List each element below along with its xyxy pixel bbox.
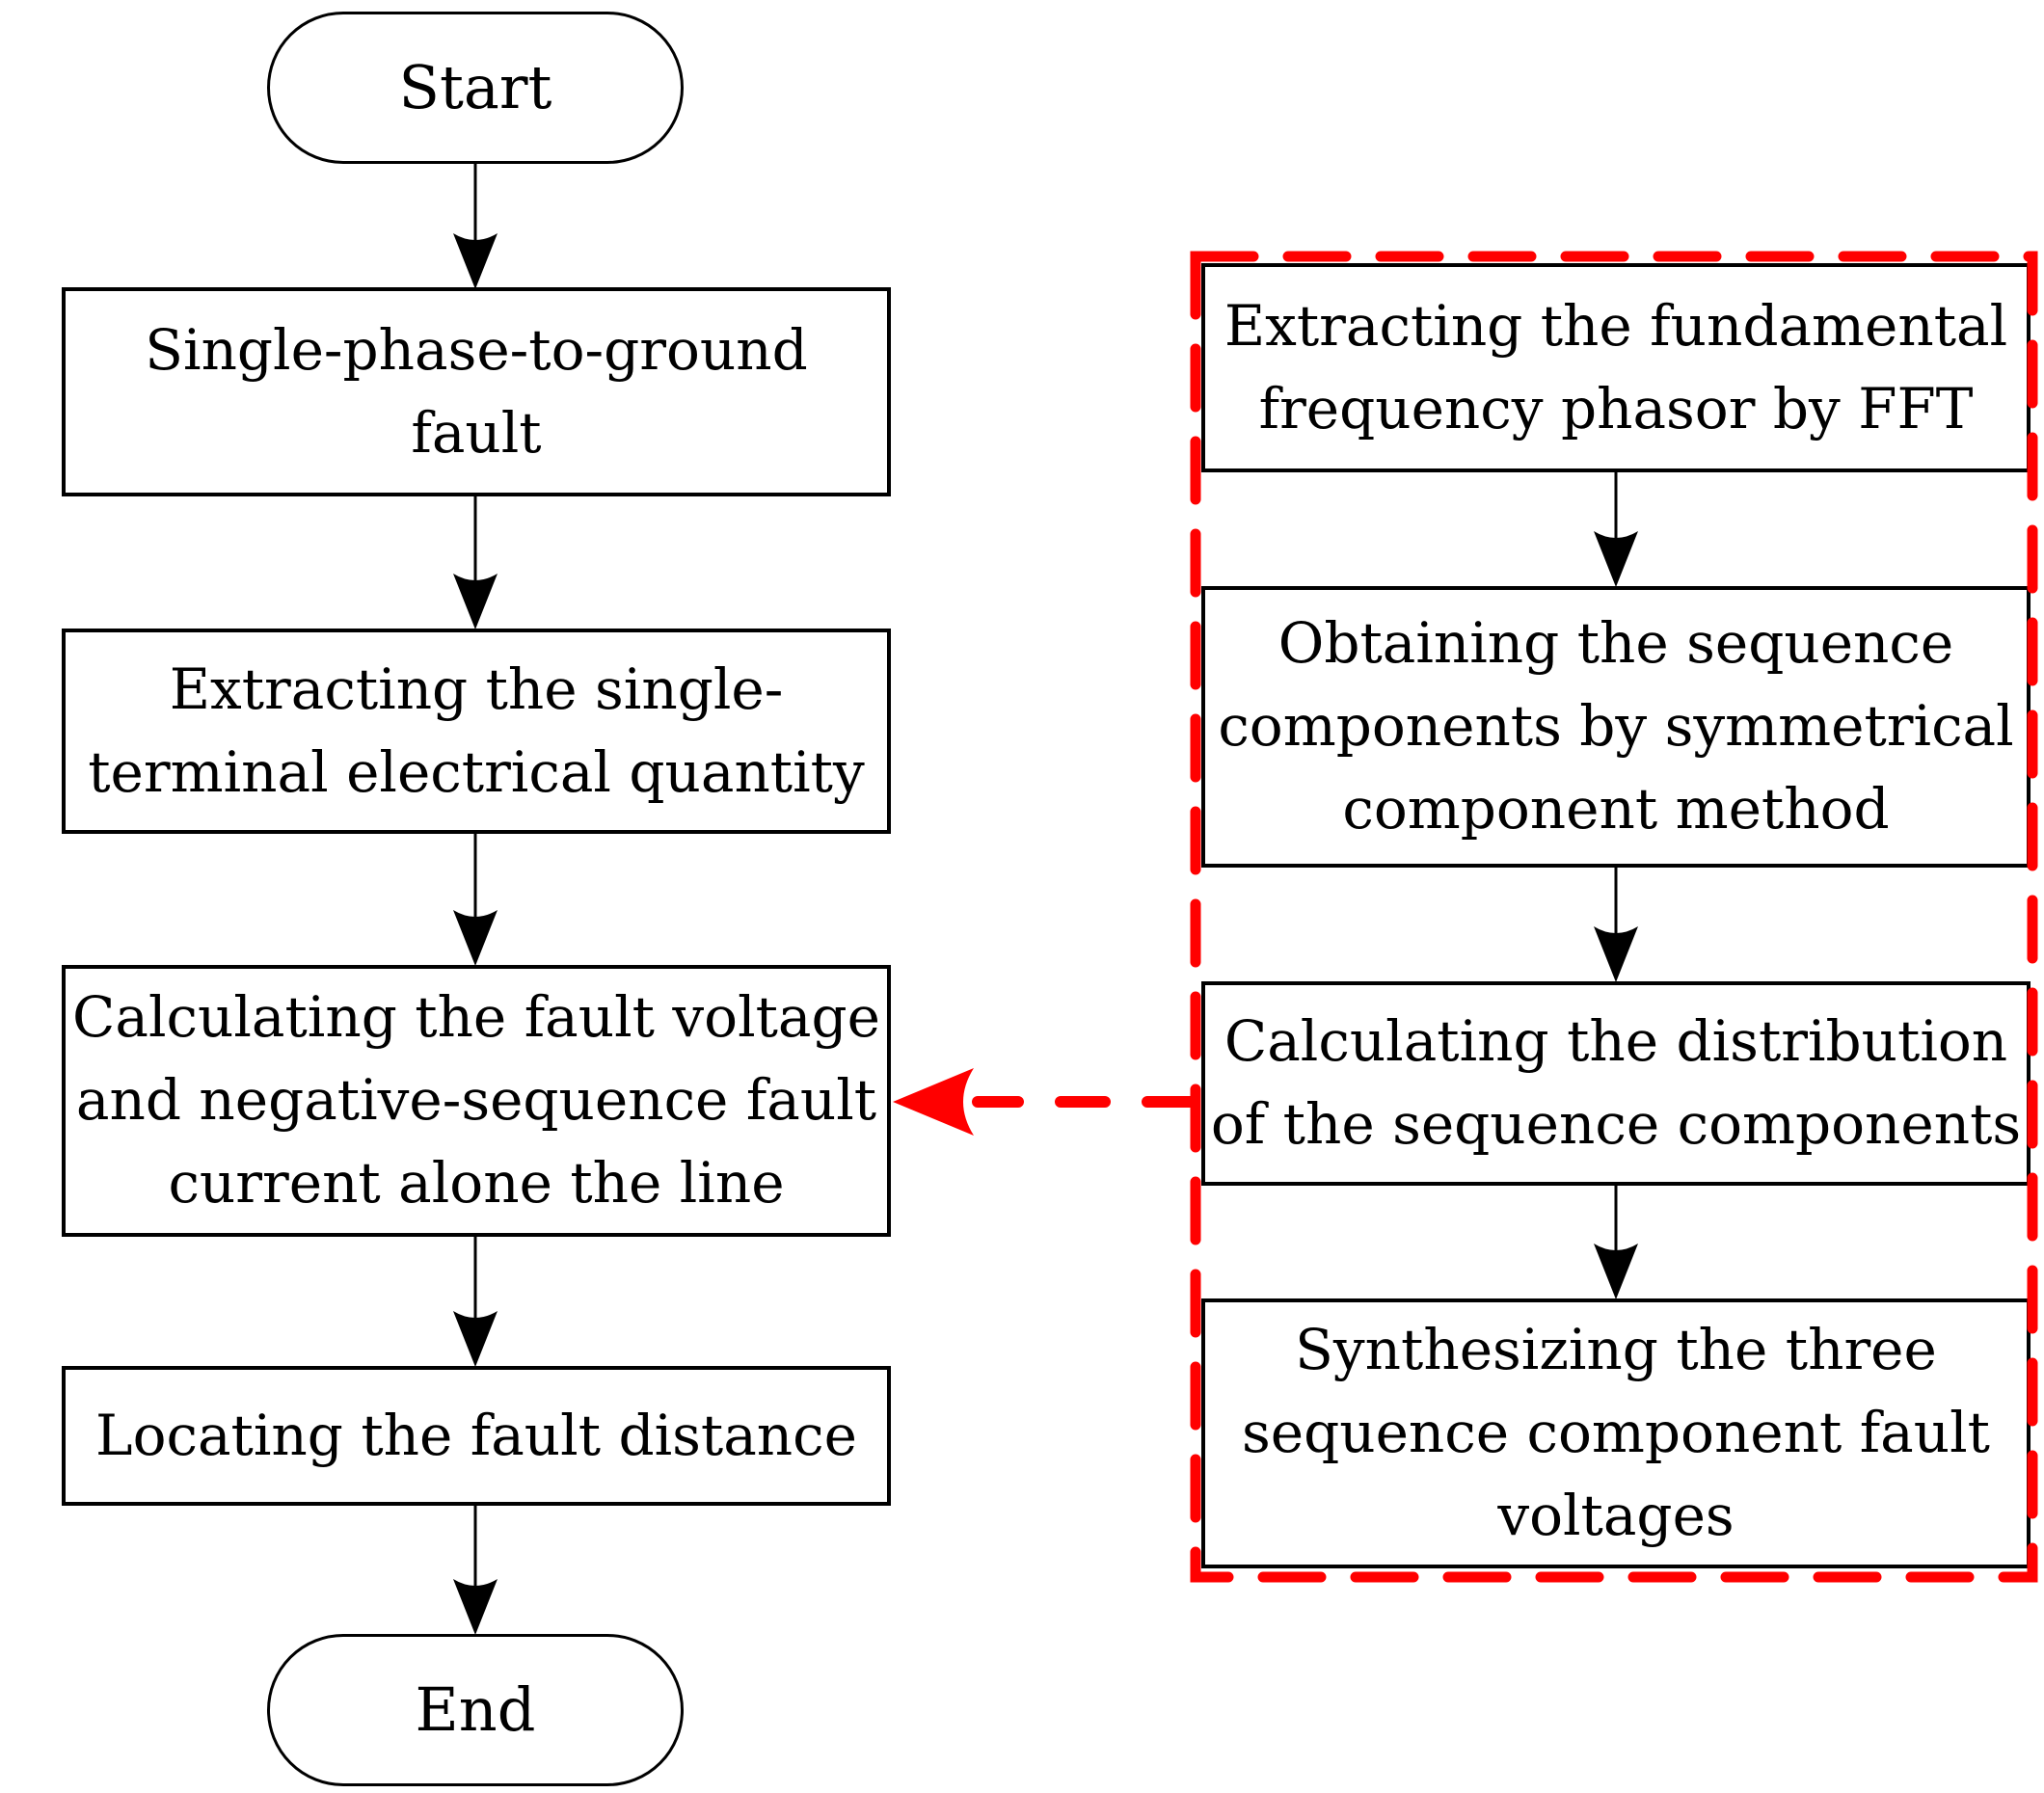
substep-label: Synthesizing the three sequence componen…	[1242, 1317, 1990, 1548]
arrow-obtaining-to-distribution	[1594, 868, 1638, 982]
substep-fft-phasor-extraction: Extracting the fundamental frequency pha…	[1201, 263, 2031, 472]
arrow-start-to-fault	[453, 164, 498, 289]
step-calculating-fault-voltage-current: Calculating the fault voltage and negati…	[62, 965, 891, 1237]
step-label: Single-phase-to-ground fault	[145, 316, 808, 466]
start-terminal: Start	[267, 12, 684, 164]
step-locating-fault-distance: Locating the fault distance	[62, 1366, 891, 1506]
substep-label: Calculating the distribution of the sequ…	[1210, 1008, 2022, 1157]
arrow-fault-to-extracting	[453, 496, 498, 629]
arrow-calculating-to-locating	[453, 1237, 498, 1367]
start-label: Start	[398, 52, 552, 123]
step-label: Calculating the fault voltage and negati…	[72, 984, 880, 1216]
step-extracting-single-terminal-quantity: Extracting the single- terminal electric…	[62, 629, 891, 834]
end-terminal: End	[267, 1634, 684, 1786]
substep-synthesizing-fault-voltages: Synthesizing the three sequence componen…	[1201, 1298, 2031, 1568]
step-label: Locating the fault distance	[95, 1402, 857, 1468]
end-label: End	[415, 1674, 536, 1746]
step-single-phase-to-ground-fault: Single-phase-to-ground fault	[62, 287, 891, 496]
arrow-fft-to-obtaining	[1594, 472, 1638, 587]
arrow-distribution-to-synthesizing	[1594, 1186, 1638, 1299]
arrow-locating-to-end	[453, 1506, 498, 1635]
red-dashed-arrow-subprocess-to-main	[893, 1068, 1197, 1136]
substep-sequence-component-distribution: Calculating the distribution of the sequ…	[1201, 981, 2031, 1186]
substep-label: Obtaining the sequence components by sym…	[1218, 610, 2014, 842]
step-label: Extracting the single- terminal electric…	[88, 656, 865, 805]
substep-label: Extracting the fundamental frequency pha…	[1224, 292, 2008, 442]
substep-symmetrical-component-method: Obtaining the sequence components by sym…	[1201, 586, 2031, 868]
arrow-extracting-to-calculating	[453, 834, 498, 966]
